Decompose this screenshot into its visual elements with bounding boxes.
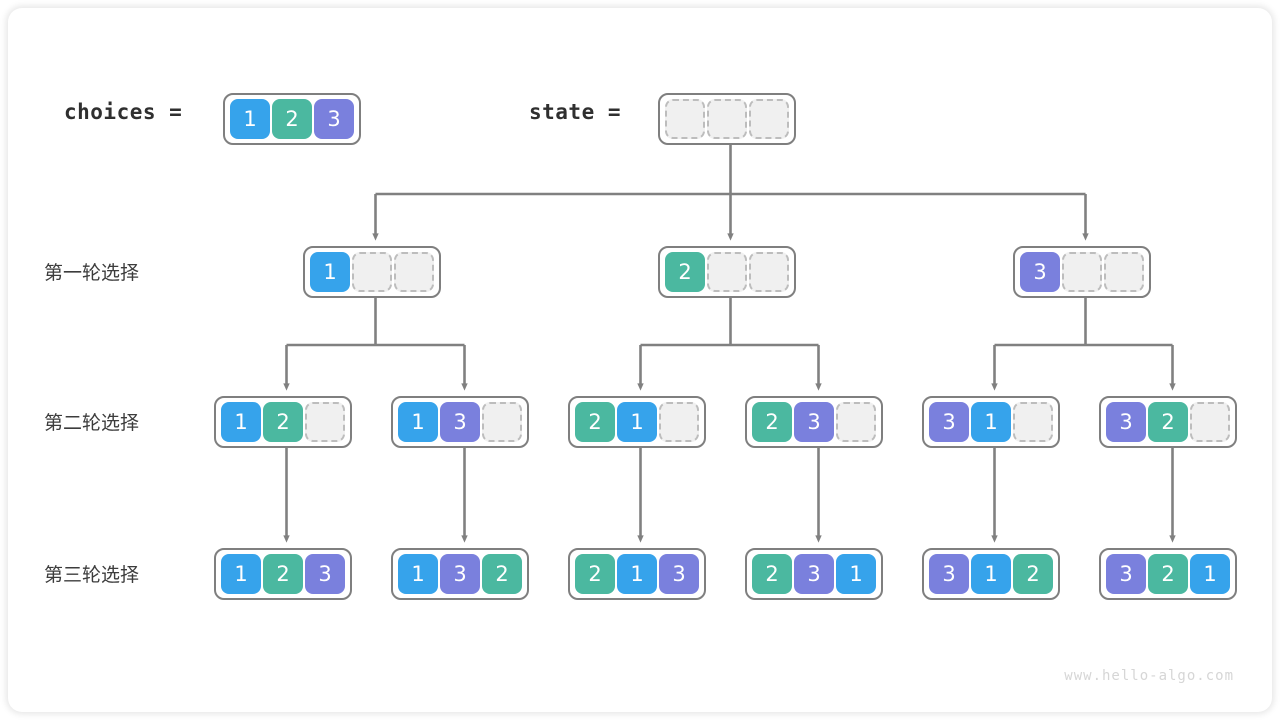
r3n6-cell-1: 2: [1148, 554, 1188, 594]
r2n4-cell-0: 2: [752, 402, 792, 442]
r3n1-cell-0: 1: [221, 554, 261, 594]
r2n6-cell-2: [1190, 402, 1230, 442]
r3n1-cell-1: 2: [263, 554, 303, 594]
r2n1-cell-1: 2: [263, 402, 303, 442]
choices-cell-2: 3: [314, 99, 354, 139]
r3n5-cell-1: 1: [971, 554, 1011, 594]
state-node-r1-n1: 1: [303, 246, 441, 298]
r3n2-cell-0: 1: [398, 554, 438, 594]
r1n1-cell-2: [394, 252, 434, 292]
r3n3-cell-0: 2: [575, 554, 615, 594]
r2n6-cell-0: 3: [1106, 402, 1146, 442]
r1n3-cell-2: [1104, 252, 1144, 292]
r2n6-cell-1: 2: [1148, 402, 1188, 442]
r2n2-cell-1: 3: [440, 402, 480, 442]
state-node-r1-n3: 3: [1013, 246, 1151, 298]
r3n2-cell-2: 2: [482, 554, 522, 594]
row-label-round-1: 第一轮选择: [44, 262, 140, 284]
r3n3-cell-2: 3: [659, 554, 699, 594]
state-cell-1: [707, 99, 747, 139]
choices-label: choices =: [64, 100, 183, 124]
row-label-round-2: 第二轮选择: [44, 412, 140, 434]
r2n4-cell-2: [836, 402, 876, 442]
r2n3-cell-0: 2: [575, 402, 615, 442]
state-node-r1-n2: 2: [658, 246, 796, 298]
r2n1-cell-2: [305, 402, 345, 442]
r3n5-cell-2: 2: [1013, 554, 1053, 594]
choices-cell-1: 2: [272, 99, 312, 139]
r3n4-cell-2: 1: [836, 554, 876, 594]
r2n2-cell-0: 1: [398, 402, 438, 442]
choices-cell-0: 1: [230, 99, 270, 139]
r2n4-cell-1: 3: [794, 402, 834, 442]
r1n2-cell-1: [707, 252, 747, 292]
r1n2-cell-2: [749, 252, 789, 292]
r3n6-cell-2: 1: [1190, 554, 1230, 594]
r3n5-cell-0: 3: [929, 554, 969, 594]
r1n3-cell-0: 3: [1020, 252, 1060, 292]
r1n2-cell-0: 2: [665, 252, 705, 292]
row-label-round-3: 第三轮选择: [44, 564, 140, 586]
r2n2-cell-2: [482, 402, 522, 442]
connector-lines: [283, 141, 1176, 543]
r3n4-cell-0: 2: [752, 554, 792, 594]
state-cell-0: [665, 99, 705, 139]
state-array: [658, 93, 796, 145]
r1n1-cell-1: [352, 252, 392, 292]
r3n1-cell-2: 3: [305, 554, 345, 594]
r2n5-cell-0: 3: [929, 402, 969, 442]
r1n3-cell-1: [1062, 252, 1102, 292]
watermark: www.hello-algo.com: [1064, 668, 1234, 684]
r2n5-cell-1: 1: [971, 402, 1011, 442]
state-cell-2: [749, 99, 789, 139]
r2n1-cell-0: 1: [221, 402, 261, 442]
r3n2-cell-1: 3: [440, 554, 480, 594]
r2n3-cell-1: 1: [617, 402, 657, 442]
r3n3-cell-1: 1: [617, 554, 657, 594]
r3n4-cell-1: 3: [794, 554, 834, 594]
r3n6-cell-0: 3: [1106, 554, 1146, 594]
state-label: state =: [529, 100, 622, 124]
r1n1-cell-0: 1: [310, 252, 350, 292]
r2n3-cell-2: [659, 402, 699, 442]
r2n5-cell-2: [1013, 402, 1053, 442]
